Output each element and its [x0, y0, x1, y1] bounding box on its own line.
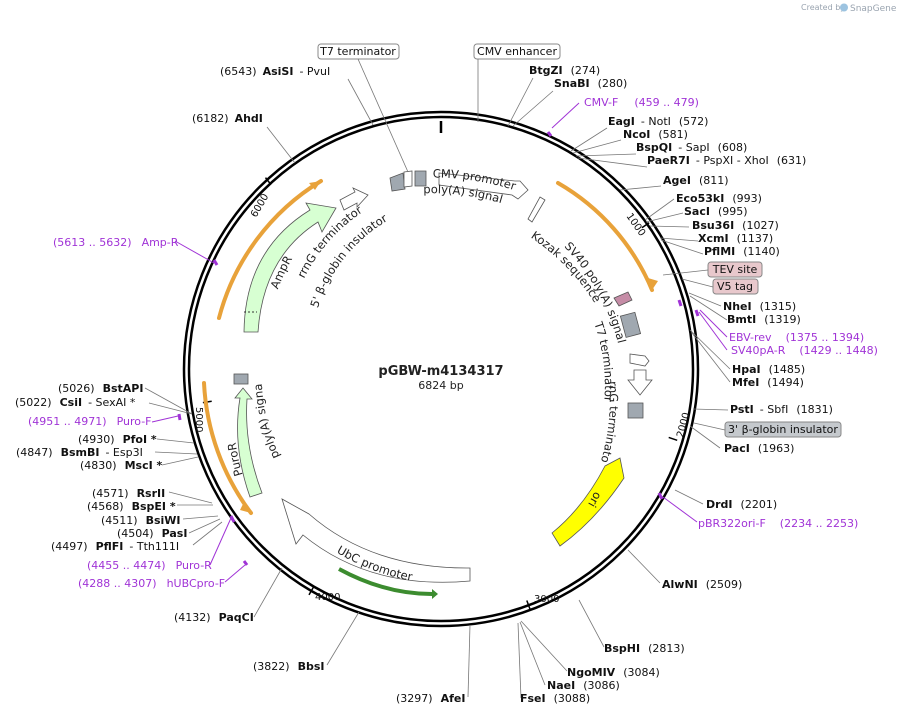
boxed-label-v5-tag[interactable]: V5 tag	[712, 278, 759, 295]
site-ncoi: NcoI(581)	[623, 128, 688, 141]
site-xcmi: XcmI(1137)	[698, 232, 773, 245]
site-fsei: FseI(3088)	[520, 692, 590, 705]
site-saci: SacI(995)	[684, 205, 748, 218]
site-eco53ki: Eco53kI(993)	[676, 192, 762, 205]
site-pfoi: (4930)PfoI *	[78, 433, 157, 446]
t7-terminator-box-left[interactable]	[403, 170, 413, 188]
site-bsu36i: Bsu36I(1027)	[692, 219, 779, 232]
site-agei: AgeI(811)	[663, 174, 729, 187]
site-paqci: (4132)PaqCI	[174, 611, 254, 624]
svg-text:T7 terminator: T7 terminator	[319, 45, 396, 58]
primer-puro-r: (4455 .. 4474)Puro-R	[87, 559, 212, 572]
primer-ebv-rev: EBV-rev(1375 .. 1394)	[729, 331, 864, 344]
rrng-terminator-left-feature[interactable]	[339, 187, 369, 211]
plasmid-name: pGBW-m4134317	[378, 364, 503, 379]
ori-feature[interactable]	[551, 457, 625, 547]
site-mfei: MfeI(1494)	[732, 376, 804, 389]
ubc-promoter-arrow[interactable]	[281, 498, 471, 583]
svg-text:V5 tag: V5 tag	[717, 280, 753, 293]
orange-arc-insert	[556, 181, 654, 292]
site-snabi: SnaBI(280)	[554, 77, 627, 90]
site-nhei: NheI(1315)	[723, 300, 796, 313]
primer-sv40pa-r: SV40pA-R(1429 .. 1448)	[731, 344, 878, 357]
primer-hubcpro-f: (4288 .. 4307)hUBCpro-F	[78, 577, 225, 590]
tick-label-1000: 1000	[624, 211, 648, 238]
tev-site-feature[interactable]	[613, 291, 633, 307]
site-ngomiv: NgoMIV(3084)	[567, 666, 660, 679]
site-msci: (4830)MscI *	[80, 459, 163, 472]
primer-cmv-f: CMV-F(459 .. 479)	[584, 96, 699, 109]
snapgene-logo-icon	[840, 3, 848, 12]
tick-label-3000: 3000	[534, 594, 559, 605]
tick-label-4000: 4000	[315, 592, 340, 603]
site-pflfi-tth111i: (4497)PflFI- Tth111I	[51, 540, 179, 553]
beta-globin-insulator-5-box[interactable]	[389, 172, 406, 192]
svg-text:CMV enhancer: CMV enhancer	[477, 45, 557, 58]
orange-arc-ampr	[217, 179, 323, 320]
t7-terminator-feature[interactable]	[629, 353, 650, 367]
feature-label-ori: ori	[585, 490, 604, 510]
rrng-terminator-feature[interactable]	[627, 369, 653, 396]
svg-text:TEV site: TEV site	[712, 263, 758, 276]
site-bmti: BmtI(1319)	[727, 313, 801, 326]
puror-feature[interactable]	[234, 387, 263, 498]
plasmid-length: 6824 bp	[418, 379, 463, 392]
polya-signal-box-top[interactable]	[414, 170, 427, 187]
ampr-feature[interactable]	[243, 202, 337, 333]
site-alwni: AlwNI(2509)	[662, 578, 742, 591]
boxed-label-cmv-enhancer[interactable]: CMV enhancer	[473, 43, 561, 60]
tick-label-5000: 5000	[193, 407, 204, 432]
site-asisi-pvui: (6543)AsiSI- PvuI	[220, 65, 330, 78]
credit-text: Created by	[801, 3, 845, 12]
site-eagi-noti: EagI- NotI(572)	[608, 115, 708, 128]
orange-arcs	[202, 179, 654, 515]
site-pflmi: PflMI(1140)	[704, 245, 780, 258]
boxed-label-t7-terminator[interactable]: T7 terminator	[317, 43, 400, 60]
site-rsrii: (4571)RsrII	[92, 487, 165, 500]
primer-pbr322ori-f: pBR322ori-F(2234 .. 2253)	[698, 517, 858, 530]
site-bbsi: (3822)BbsI	[253, 660, 324, 673]
cmv-promoter-arrow[interactable]	[438, 172, 529, 200]
site-bspei: (4568)BspEI *	[87, 500, 176, 513]
site-pasi: (4504)PasI	[117, 527, 187, 540]
primer-leaders	[151, 102, 728, 583]
backbone-inner	[187, 115, 695, 623]
site-ahdi: (6182)AhdI	[192, 112, 263, 125]
site-bstapi: (5026)BstAPI	[58, 382, 143, 395]
site-drdi: DrdI(2201)	[706, 498, 777, 511]
boxed-label-3-beta-globin-insulator[interactable]: 3' β-globin insulator	[724, 421, 842, 438]
kozak-sequence-mark[interactable]	[527, 196, 546, 223]
site-csii-sexai: (5022)CsiI- SexAI *	[15, 396, 136, 409]
ubc-primer-arc	[338, 567, 433, 596]
boxed-label-tev-site[interactable]: TEV site	[707, 261, 763, 278]
site-afei: (3297)AfeI	[396, 692, 465, 705]
leader-lines	[144, 77, 731, 699]
site-naei: NaeI(3086)	[547, 679, 620, 692]
primer-ticks	[177, 131, 700, 566]
site-bsiwi: (4511)BsiWI	[101, 514, 181, 527]
polya-signal-2-box[interactable]	[233, 373, 249, 385]
site-paer7i-pspxi-xhoi: PaeR7I- PspXI - XhoI(631)	[647, 154, 806, 167]
primer-puro-f: (4951 .. 4971)Puro-F	[28, 415, 152, 428]
brand-text: SnapGene	[850, 4, 897, 14]
sv40-polya-feature[interactable]	[619, 311, 642, 338]
site-bsmbi-esp3i: (4847)BsmBI- Esp3I	[16, 446, 143, 459]
site-bsphi: BspHI(2813)	[604, 642, 685, 655]
beta-globin-insulator-3-box[interactable]	[627, 402, 644, 419]
svg-text:3' β-globin insulator: 3' β-globin insulator	[728, 423, 838, 436]
site-bspqi-sapi: BspQI- SapI(608)	[636, 141, 747, 154]
site-btgzi: BtgZI(274)	[529, 64, 600, 77]
backbone-outer	[182, 110, 700, 628]
primer-amp-r: (5613 .. 5632)Amp-R	[53, 236, 179, 249]
orange-arc-puror	[202, 381, 253, 515]
site-hpai: HpaI(1485)	[732, 363, 805, 376]
site-psti-sbfi: PstI- SbfI(1831)	[730, 403, 833, 416]
site-paci: PacI(1963)	[724, 442, 794, 455]
